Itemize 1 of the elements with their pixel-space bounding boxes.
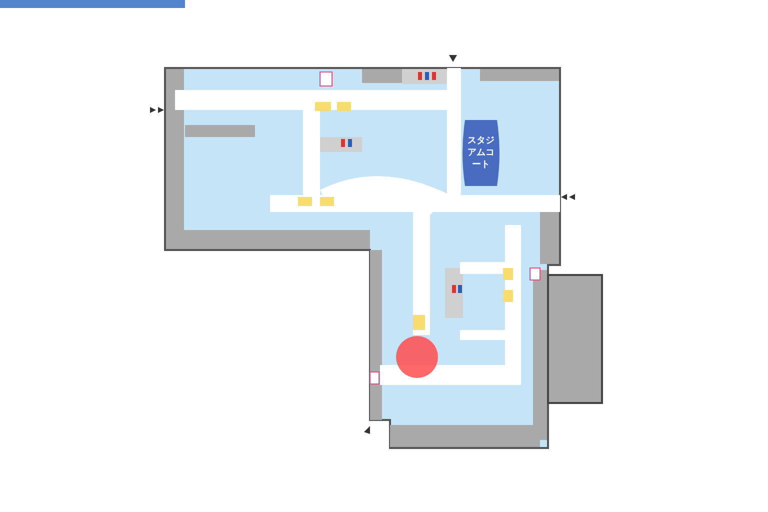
area-label: スタジアムコート [466, 135, 496, 171]
